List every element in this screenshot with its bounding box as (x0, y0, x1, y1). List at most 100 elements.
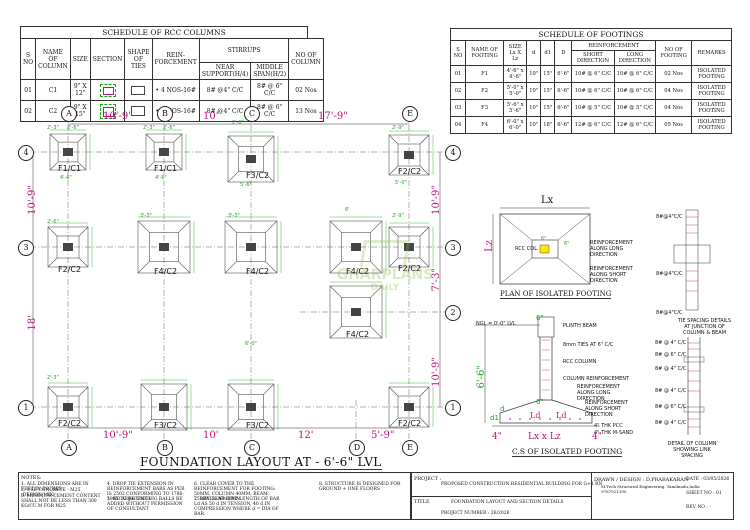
footing-hip-line (47, 226, 58, 237)
cell: 02 Nos (655, 65, 693, 83)
grid-bubble-c-bottom: C (244, 440, 260, 456)
footing-label: F4/C2 (154, 267, 178, 276)
dim-top-ce: 17'-9" (318, 111, 348, 122)
ft-h-long: LONG DIRECTION (613, 50, 657, 66)
section-label: 4" THK M-SAND (594, 430, 634, 436)
cell: 04 Nos (655, 82, 693, 100)
footing-hip-line (47, 417, 58, 428)
footing-label: F2/C2 (58, 419, 82, 428)
footing-outline (329, 220, 383, 274)
title-value: FOUNDATION LAYOUT AND SECTION DETAILS (451, 500, 564, 505)
cell: 02 (449, 82, 467, 100)
section-d1: d1 (490, 414, 499, 422)
grid-bubble-a-top: A (61, 106, 77, 122)
plan-isolated-footing (492, 207, 591, 285)
footing-hip-line (137, 261, 150, 274)
footing-hip-line (47, 257, 58, 268)
section-label: REINFORCEMENT ALONG SHORT DIRECTION (585, 400, 628, 418)
col-spacing: 8# @ 6" C/C (655, 404, 687, 410)
footing-hip-line (419, 257, 430, 268)
footing-hip-line (78, 257, 89, 268)
grid-bubble-4-right: 4 (445, 145, 461, 161)
footing-hip-line (388, 386, 399, 397)
col-h-stirrups: STIRRUPS (198, 38, 290, 63)
column-block (404, 243, 414, 251)
footing-hip-line (224, 220, 237, 233)
footing-outline (47, 226, 89, 268)
cell: 9" X 12" (69, 79, 91, 101)
green-dim: 4'-6" (60, 175, 72, 181)
footing-hip-line (419, 417, 430, 428)
footing-hip-line (227, 171, 239, 183)
cell: 05 Nos (655, 116, 693, 134)
section-ld-left: Ld (530, 411, 541, 420)
green-dim: 2'-3" (47, 375, 59, 381)
ft-h-short: SHORT DIRECTION (571, 50, 615, 66)
title-label: TITLE (414, 499, 430, 505)
cell: 10" (526, 65, 542, 83)
footing-label: F2/C2 (398, 419, 422, 428)
plan-note-short: REINFORCEMENT ALONG SHORT DIRECTION (590, 266, 633, 284)
cell: 6'-6" (554, 82, 573, 100)
cell: 04 Nos (655, 99, 693, 117)
footing-pedestal (397, 235, 421, 259)
footing-pedestal (57, 141, 79, 163)
watermark-line1: GHARPLANS (336, 267, 434, 283)
cell: 10# @ 5" C/C (571, 99, 615, 117)
footing-hip-line (419, 134, 430, 145)
col-h-size: SIZE (69, 38, 91, 80)
footing-hip-line (145, 133, 155, 143)
notes-heading: NOTES: (21, 475, 42, 481)
footing-hip-line (263, 171, 275, 183)
plan-lx: Lx (541, 195, 554, 206)
grid-bubble-b-top: B (157, 106, 173, 122)
footing-pedestal (397, 143, 421, 167)
phone: 9787921390 (601, 489, 627, 494)
rcc-schedule-title: SCHEDULE OF RCC COLUMNS (20, 26, 308, 39)
ft-h-d: d (526, 40, 542, 66)
footing-pedestal (397, 395, 421, 419)
footing-outline (47, 386, 89, 428)
column-detail-title: DETAIL OF COLUMN SHOWING LINK SPACING (667, 441, 717, 459)
grid-bubble-e-top: E (402, 106, 418, 122)
ft-h-sno: S NO (449, 40, 467, 66)
footing-outline (140, 383, 188, 431)
col-h-name: NAME OF COLUMN (35, 38, 71, 80)
footing-label: F2/C2 (398, 167, 422, 176)
footing-outline (388, 226, 430, 268)
column-block (351, 308, 361, 316)
grid-bubble-c-top: C (244, 106, 260, 122)
cell: 10" (526, 116, 542, 134)
cell: 6'-6" (554, 65, 573, 83)
section-bottom-left: 4" (492, 432, 502, 442)
dim-bottom-cd: 12' (298, 430, 314, 441)
footing-label: F2/C2 (58, 265, 82, 274)
footing-pedestal (56, 235, 80, 259)
section-isolated-footing (475, 316, 600, 427)
col-spacing: 8# @ 6" C/C (655, 352, 687, 358)
column-block (246, 403, 256, 411)
footing-hip-line (140, 383, 152, 395)
footing-pedestal (341, 297, 371, 327)
col-h-sno: S NO (19, 38, 37, 80)
footing-pedestal (153, 141, 175, 163)
green-dim: 5'-6" (240, 182, 252, 188)
green-dim: 3'-3" (228, 213, 240, 219)
col-h-section: SECTION (89, 38, 126, 80)
tie-spacing-3: 8#@4"C/C (656, 310, 683, 316)
cell: 8# @4" C/C (198, 100, 252, 122)
foundation-layout-drawing (30, 114, 445, 445)
green-dim: 2'-3" (47, 125, 59, 131)
footing-label: F4/C2 (346, 267, 370, 276)
cell: 10# @ 5" C/C (613, 99, 657, 117)
ft-h-no: NO OF FOOTING (655, 40, 693, 66)
ft-h-d1: d1 (540, 40, 556, 66)
footing-label: F3/C2 (154, 421, 178, 430)
col-h-ties: SHAPE OF TIES (124, 38, 153, 80)
grid-bubble-2-right: 2 (445, 305, 461, 321)
cell: 6'-0" x 6'-0" (503, 116, 528, 134)
plan-dim-2: 6" (564, 241, 570, 247)
tie-shape-sketch (124, 79, 153, 101)
footing-outline (145, 133, 183, 171)
footing-hip-line (227, 419, 239, 431)
